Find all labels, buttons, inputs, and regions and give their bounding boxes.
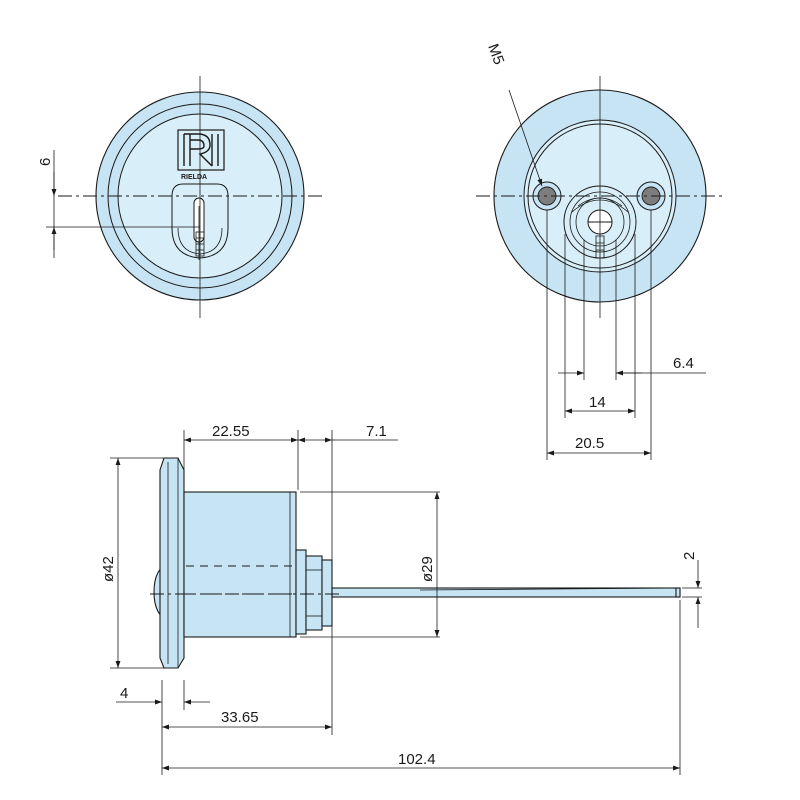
- dimension-diameter-29-label: ø29: [419, 556, 436, 582]
- dimension-screw-thread: M5: [484, 42, 543, 187]
- dimension-diameter-42: ø42: [100, 458, 121, 668]
- dimension-length-22-55-label: 22.55: [212, 423, 250, 440]
- dimension-length-7-1: 7.1: [298, 423, 398, 443]
- side-view-spacer: [321, 559, 333, 627]
- dimension-length-33-65-label: 33.65: [221, 709, 259, 726]
- dimension-width-20-5-label: 20.5: [575, 435, 604, 452]
- dimension-total-102-4-label: 102.4: [398, 751, 436, 768]
- dimension-length-22-55: 22.55: [184, 423, 298, 443]
- side-view-rear-collar: [295, 549, 307, 635]
- rear-view: M5 6.4 14 20.5: [476, 42, 724, 460]
- side-view-cylinder-body: [183, 491, 297, 638]
- dimension-length-33-65: 33.65: [162, 709, 332, 730]
- front-view: RIELDA 6: [37, 76, 322, 318]
- dimension-key-offset: 6: [37, 150, 57, 258]
- dimension-total-102-4: 102.4: [162, 751, 680, 771]
- logo-text: RIELDA: [181, 174, 207, 181]
- dimension-cam-thickness: 2: [681, 552, 701, 628]
- dimension-flange-4: 4: [116, 685, 210, 705]
- side-view: 22.55 7.1 ø42 ø29 2 4: [100, 423, 702, 775]
- dimension-diameter-29: ø29: [419, 492, 440, 637]
- screw-thread-label: M5: [484, 42, 507, 67]
- dimension-diameter-42-label: ø42: [100, 556, 117, 582]
- dimension-offset-6-4-label: 6.4: [673, 355, 694, 372]
- dimension-key-offset-label: 6: [37, 158, 54, 166]
- dimension-flange-4-label: 4: [120, 685, 128, 702]
- dimension-offset-6-4: 6.4: [558, 355, 706, 376]
- dimension-cam-thickness-label: 2: [681, 552, 698, 560]
- rielda-logo: RIELDA: [177, 129, 225, 181]
- dimension-width-14-label: 14: [589, 394, 606, 411]
- side-view-flange: [159, 457, 185, 669]
- dimension-width-20-5: 20.5: [547, 435, 651, 456]
- side-view-nut: [305, 555, 323, 631]
- dimension-length-7-1-label: 7.1: [366, 423, 387, 440]
- dimension-width-14: 14: [565, 394, 635, 414]
